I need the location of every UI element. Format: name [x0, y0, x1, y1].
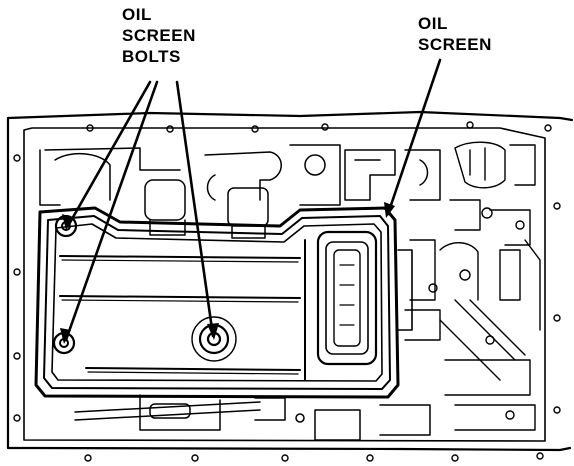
label-line: SCREEN: [122, 26, 196, 45]
leader-bolt-left: [64, 80, 159, 342]
oil-screen-inner-2: [51, 223, 383, 382]
perimeter-bolt-holes: [13, 121, 561, 462]
leader-bolt-top: [66, 80, 152, 228]
label-line: OIL: [418, 14, 448, 33]
valve-body-upper: [39, 144, 441, 239]
leader-oil-screen: [386, 58, 442, 216]
callout-leaders: [64, 58, 442, 342]
label-oil-screen: OIL SCREEN: [418, 13, 492, 55]
label-line: BOLTS: [122, 47, 181, 66]
lower-linkage: [74, 394, 431, 441]
case-inner-edge: [23, 127, 546, 442]
case-outline: [6, 110, 574, 452]
oil-screen-ribs: [59, 239, 306, 381]
label-line: SCREEN: [418, 35, 492, 54]
oil-screen-inner-1: [43, 215, 391, 390]
valve-body-right: [404, 141, 541, 431]
label-line: OIL: [122, 5, 152, 24]
oil-screen: [34, 206, 413, 399]
label-oil-screen-bolts: OIL SCREEN BOLTS: [122, 4, 196, 67]
leader-bolt-center: [175, 80, 215, 338]
oil-screen-window: [316, 230, 378, 366]
oil-screen-outer: [34, 206, 400, 399]
oil-screen-bolt-center: [191, 316, 237, 362]
